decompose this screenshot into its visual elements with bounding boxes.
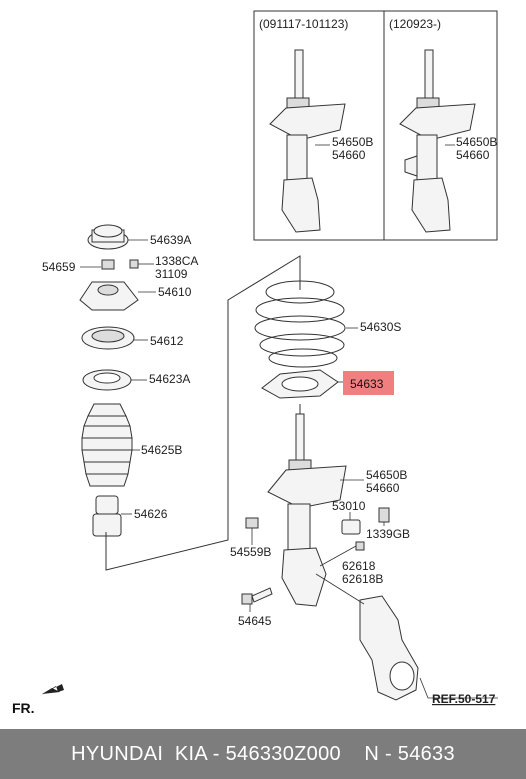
label-54630S: 54630S [360, 320, 401, 334]
label-62618B: 62618B [342, 572, 383, 586]
highlight-box-54633 [343, 371, 394, 395]
reference-label: REF.50-517 [432, 692, 496, 706]
variant-2-label-1: 54650B [456, 135, 497, 149]
label-1338CA: 1338CA [155, 254, 198, 268]
variant-1-strut-drawing [269, 49, 346, 233]
bearing-54612-drawing [81, 326, 148, 350]
coil-spring-54630S-drawing [254, 280, 358, 368]
label-54559B: 54559B [230, 545, 271, 559]
variant-1-label-2: 54660 [332, 148, 366, 162]
insulator-54639A-drawing [87, 224, 148, 250]
variant-2-strut-drawing [399, 49, 476, 233]
label-54659: 54659 [42, 260, 76, 274]
label-54639A: 54639A [150, 233, 191, 247]
label-1339GB: 1339GB [366, 527, 410, 541]
label-31109: 31109 [155, 267, 188, 281]
label-54645: 54645 [238, 614, 272, 628]
spring-pad-54633-drawing [261, 369, 344, 399]
dust-cover-54625B-drawing [81, 403, 140, 487]
bumper-54626-drawing [92, 495, 132, 537]
direction-label: FR. [12, 700, 35, 716]
nut-54559B-drawing [245, 517, 259, 545]
label-54610: 54610 [158, 285, 192, 299]
label-62618: 62618 [342, 559, 376, 573]
bolt-1339GB-drawing [378, 507, 390, 526]
variant-1-code: (091117-101123) [259, 17, 348, 31]
front-direction-arrow-icon [40, 684, 64, 696]
steering-knuckle-drawing [315, 573, 498, 701]
footer-bar: HYUNDAI KIA - 546330Z000 N - 54633 [0, 729, 526, 779]
pad-54623A-drawing [82, 369, 147, 391]
bolt-54645-drawing [241, 587, 273, 612]
label-54633: 54633 [350, 377, 384, 391]
label-54612: 54612 [150, 334, 184, 348]
variant-inset-box: (091117-101123) (120923-) 54650B 54660 5… [253, 10, 498, 241]
footer-part: N - 54633 [364, 742, 455, 765]
footer-spacer [341, 743, 364, 766]
washer-62618-drawing [319, 541, 365, 567]
strut-assembly-54650B-drawing [267, 404, 364, 607]
variant-2-label-2: 54660 [456, 148, 490, 162]
label-54625B: 54625B [141, 443, 182, 457]
label-54660: 54660 [366, 481, 400, 495]
label-54650B: 54650B [366, 468, 407, 482]
assembly-bracket-line [105, 255, 301, 571]
bolt-1338CA-drawing [129, 259, 154, 269]
parts-diagram: (091117-101123) (120923-) 54650B 54660 5… [12, 10, 498, 716]
label-53010: 53010 [332, 499, 366, 513]
label-54626: 54626 [134, 507, 168, 521]
footer-brand: HYUNDAI KIA - 546330Z000 [71, 742, 341, 765]
label-54623A: 54623A [149, 372, 190, 386]
variant-2-code: (120923-) [389, 17, 441, 31]
mount-54610-drawing [79, 281, 156, 311]
link-53010-drawing [341, 512, 361, 535]
nut-54659-drawing [80, 259, 115, 270]
variant-1-label-1: 54650B [332, 135, 373, 149]
